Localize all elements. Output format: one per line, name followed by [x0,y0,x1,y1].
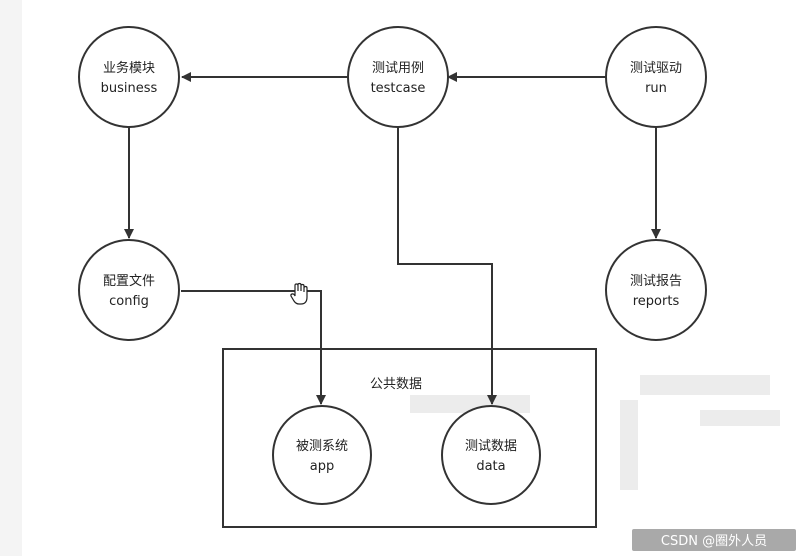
node-app: 被测系统 app [272,405,372,505]
csdn-watermark: CSDN @圈外人员 [632,529,796,551]
left-edge-shade [0,0,22,556]
public-data-group-box [222,348,597,528]
edge-testcase-to-data [397,127,497,405]
node-data: 测试数据 data [441,405,541,505]
node-business: 业务模块 business [78,26,180,128]
node-business-label-en: business [101,81,158,96]
node-config: 配置文件 config [78,239,180,341]
node-testcase-label-zh: 测试用例 [372,61,424,76]
node-data-label-en: data [476,459,505,474]
node-run-label-en: run [645,81,667,96]
node-testcase-label-en: testcase [371,81,426,96]
node-run: 测试驱动 run [605,26,707,128]
node-business-label-zh: 业务模块 [103,60,155,76]
node-app-label-en: app [310,459,334,474]
hand-cursor-icon [290,282,308,305]
node-app-label-zh: 被测系统 [296,439,348,454]
edge-config-to-app [181,290,326,405]
node-data-label-zh: 测试数据 [465,439,517,454]
node-reports-label-zh: 测试报告 [630,274,682,289]
csdn-watermark-text: CSDN @圈外人员 [661,534,767,549]
node-reports: 测试报告 reports [605,239,707,341]
node-testcase: 测试用例 testcase [347,26,449,128]
node-config-label-en: config [109,294,149,309]
node-reports-label-en: reports [633,294,680,309]
edges [124,72,661,405]
node-config-label-zh: 配置文件 [103,274,155,289]
public-data-group-label: 公共数据 [370,377,422,392]
node-run-label-zh: 测试驱动 [630,61,682,76]
